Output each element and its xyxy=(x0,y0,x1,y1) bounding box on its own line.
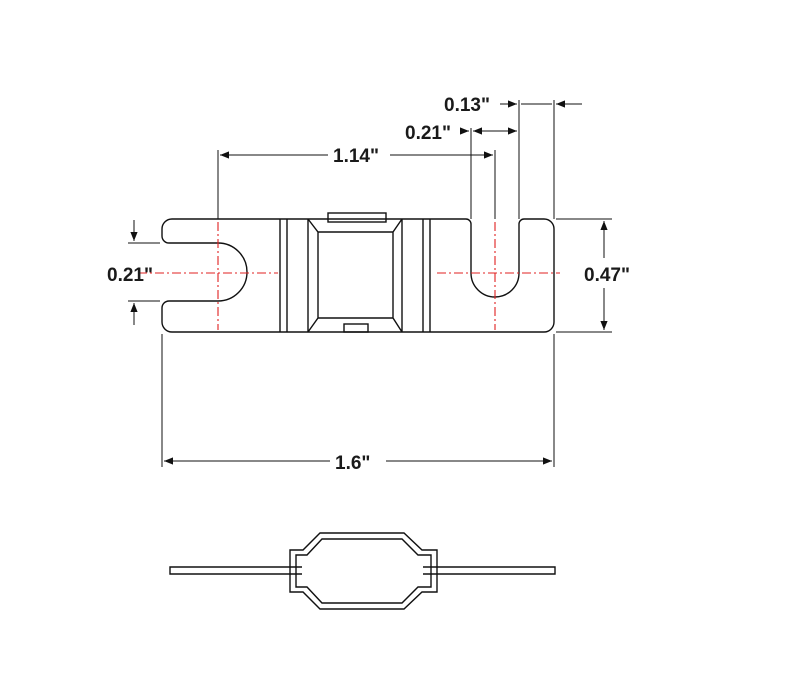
dim-top-slot-width: 0.13" xyxy=(444,95,490,116)
dim-left-hole-diameter: 0.21" xyxy=(107,265,153,286)
fuse-top-view xyxy=(138,212,560,333)
right-terminal-blade xyxy=(423,566,556,575)
bottom-tab xyxy=(343,323,369,333)
dim-top-hole-diameter: 0.21" xyxy=(405,123,451,144)
dimension-lines xyxy=(128,100,612,467)
fuse-window xyxy=(307,218,403,333)
dim-body-height: 0.47" xyxy=(584,265,630,286)
side-body-outer xyxy=(289,532,438,610)
top-tab xyxy=(327,212,387,223)
centerlines xyxy=(138,222,560,330)
fuse-side-view xyxy=(169,532,556,610)
dim-hole-spacing: 1.14" xyxy=(333,146,379,167)
dim-overall-length: 1.6" xyxy=(335,453,370,474)
right-terminal-outline xyxy=(430,218,555,333)
fuse-body xyxy=(279,212,431,333)
left-terminal-outline xyxy=(161,218,280,333)
left-terminal-blade xyxy=(169,566,302,575)
side-body-inner xyxy=(295,538,432,604)
